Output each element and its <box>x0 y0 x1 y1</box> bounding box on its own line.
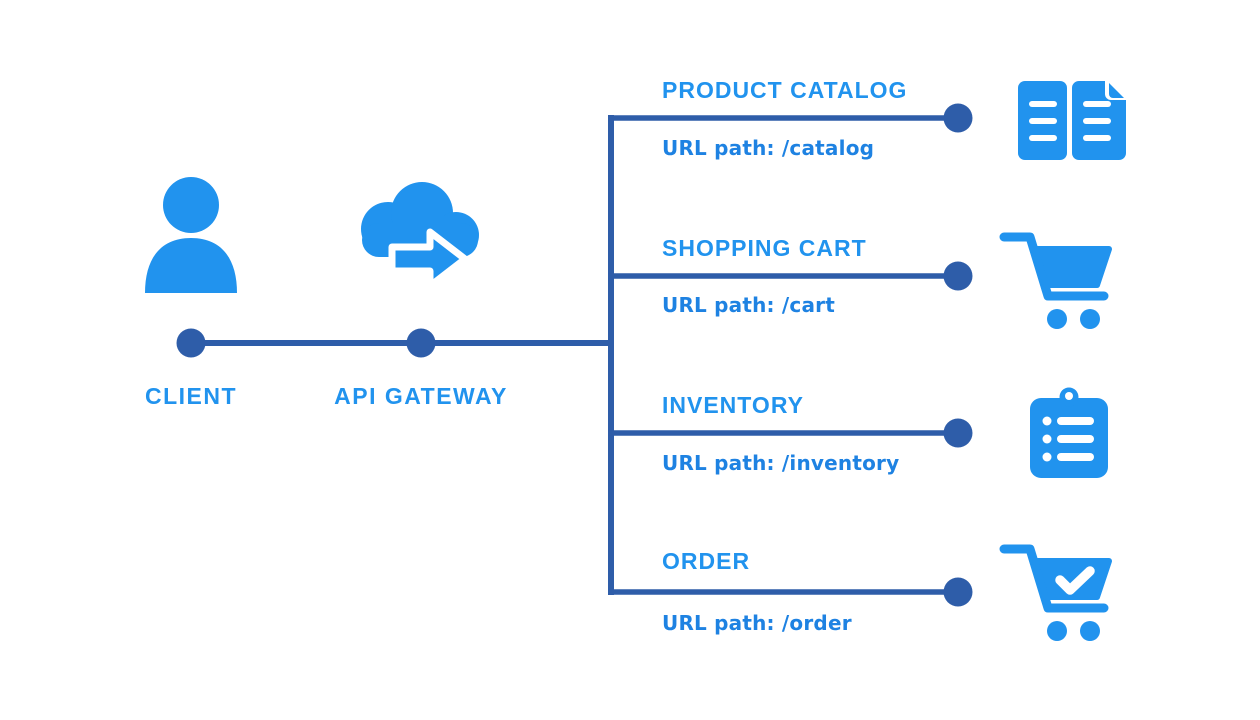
service-title-product-catalog: PRODUCT CATALOG <box>662 77 908 103</box>
endpoint-dot-order <box>943 577 973 607</box>
shopping-cart-icon <box>998 228 1114 332</box>
service-title-shopping-cart: SHOPPING CART <box>662 235 867 261</box>
gateway-node-dot <box>406 328 436 358</box>
service-url-shopping-cart: URL path: /cart <box>662 293 835 317</box>
service-url-order: URL path: /order <box>662 611 852 635</box>
service-title-order: ORDER <box>662 548 751 574</box>
service-url-inventory: URL path: /inventory <box>662 451 900 475</box>
cart-check-icon <box>998 540 1114 644</box>
endpoint-dot-inventory <box>943 418 973 448</box>
endpoint-dot-shopping-cart <box>943 261 973 291</box>
person-icon <box>136 176 246 294</box>
client-label: CLIENT <box>144 383 238 409</box>
service-url-product-catalog: URL path: /catalog <box>662 136 875 160</box>
cloud-forward-icon <box>346 177 490 291</box>
endpoint-dot-product-catalog <box>943 103 973 133</box>
documents-icon <box>1016 76 1128 162</box>
service-title-inventory: INVENTORY <box>662 392 804 418</box>
gateway-label: API GATEWAY <box>334 383 508 409</box>
client-node-dot <box>176 328 206 358</box>
clipboard-list-icon <box>1026 384 1112 480</box>
